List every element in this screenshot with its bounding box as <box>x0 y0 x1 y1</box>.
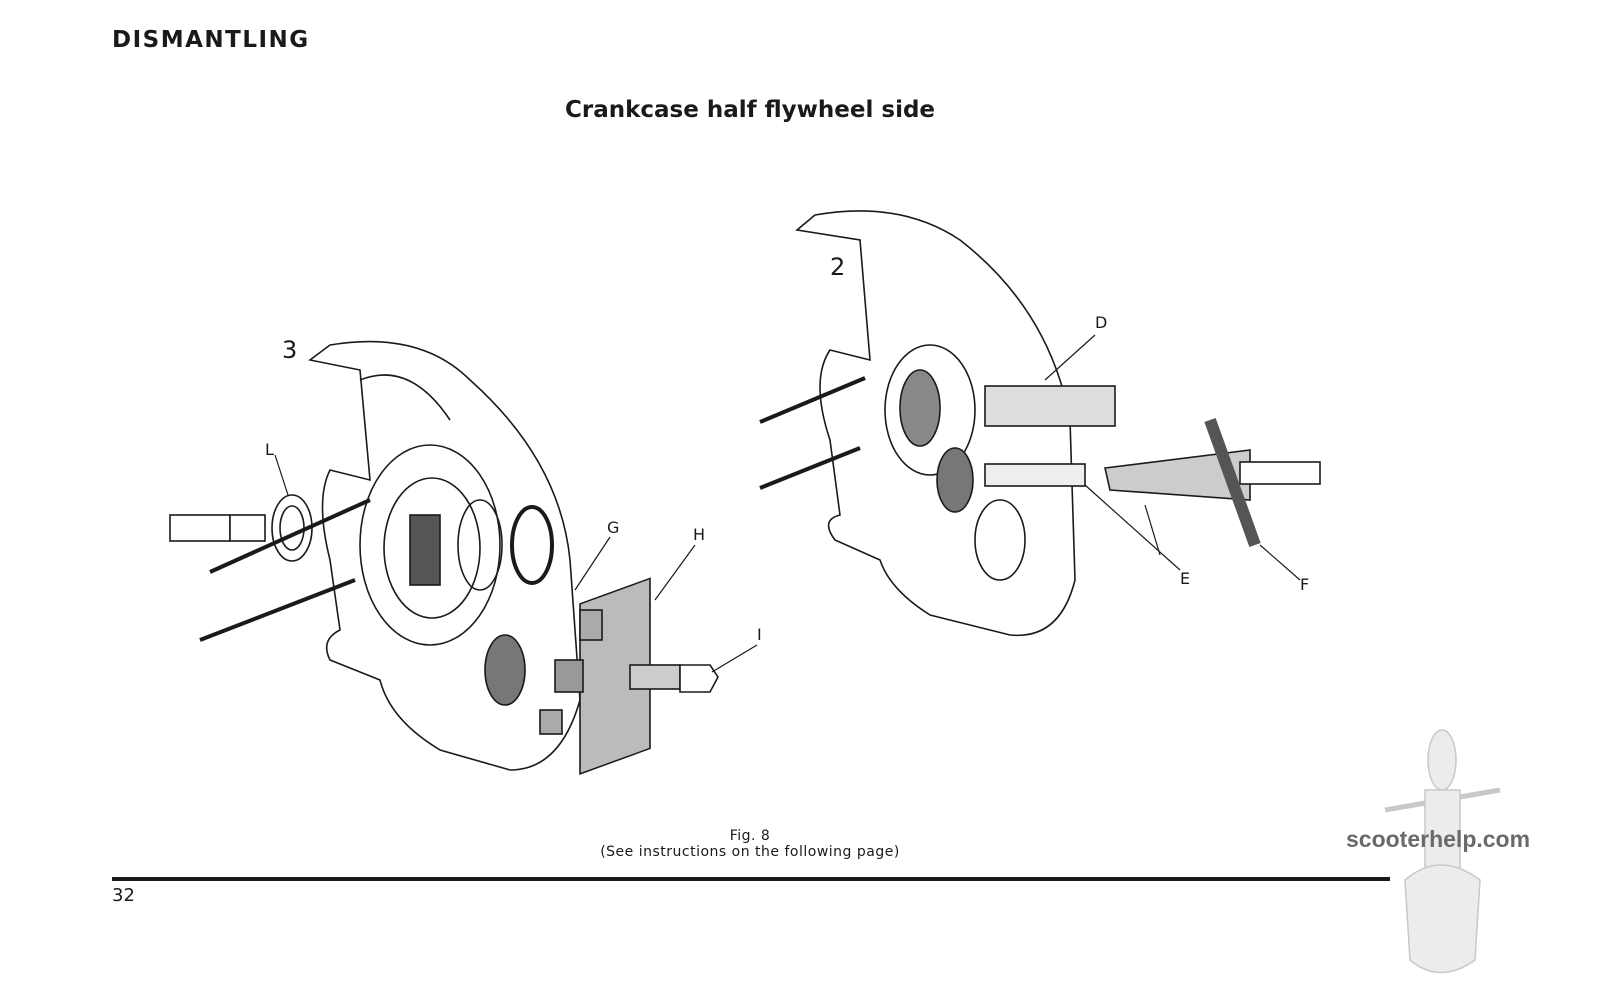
scooter-watermark-icon <box>1384 729 1501 974</box>
section-heading: DISMANTLING <box>112 27 310 53</box>
label-I: I <box>757 625 762 644</box>
label-view-2: 2 <box>830 253 845 281</box>
crankcase-view-3: 3 L G H I <box>169 336 762 775</box>
label-view-3: 3 <box>282 336 297 364</box>
watermark-text: scooterhelp.com <box>1346 826 1531 852</box>
figure-number: Fig. 8 <box>729 828 771 844</box>
label-L: L <box>265 440 274 459</box>
crankcase-view-2: 2 D E F <box>759 210 1321 637</box>
label-D: D <box>1095 313 1107 332</box>
figure-caption: Fig. 8 (See instructions on the followin… <box>450 828 1050 860</box>
figure-note: (See instructions on the following page) <box>600 844 900 860</box>
label-G: G <box>607 518 619 537</box>
page-title: Crankcase half flywheel side <box>564 97 936 123</box>
page-number: 32 <box>112 885 135 906</box>
label-E: E <box>1180 569 1190 588</box>
label-F: F <box>1300 575 1309 594</box>
footer-rule <box>112 877 1390 881</box>
label-H: H <box>693 525 705 544</box>
